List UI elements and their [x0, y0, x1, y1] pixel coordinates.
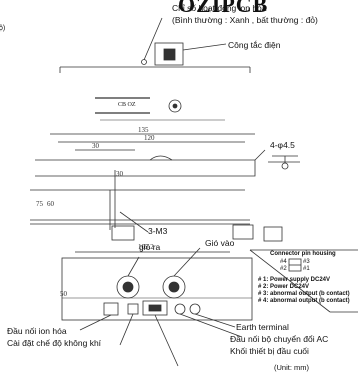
dim-105: 105.2: [138, 243, 154, 251]
air-outlet-label: gió ra: [139, 242, 161, 252]
leader-earth: [194, 313, 236, 328]
leader-switch: [182, 43, 227, 51]
air-mode-label: Cài đặt chế độ không khí: [7, 338, 102, 348]
leader-hole: [254, 149, 266, 161]
earth-terminal-label: Earth terminal: [236, 322, 289, 332]
pin-2: #2: [280, 266, 287, 272]
pin-line-3: # 3: abnormal output (b contact): [258, 291, 350, 297]
leader-air-in: [173, 247, 201, 277]
leader-mode: [119, 313, 134, 346]
ion-connector-label: Đầu nối ion hóa: [7, 326, 67, 336]
screw-spec-label: 3-M3: [148, 226, 168, 236]
earth-terminal: [189, 303, 201, 315]
dim-120: 120: [144, 134, 155, 142]
dim-50: 50: [60, 290, 67, 298]
dim-75: 75: [36, 200, 43, 208]
pcb-fan-symbol: [168, 99, 182, 113]
dim-135: 135: [138, 126, 149, 134]
terminal-block-label: Khối thiết bị đầu cuối: [230, 346, 309, 356]
ac-adapter-label: Đầu nối bộ chuyển đổi AC: [230, 334, 329, 344]
pin-4: #4: [280, 259, 287, 265]
pin-line-1: # 1: Power supply DC24V: [258, 277, 331, 283]
ac-adapter-jack: [174, 303, 186, 315]
pin-1: #1: [303, 266, 310, 272]
indicator-led: [141, 59, 147, 65]
ion-connector: [103, 302, 119, 316]
leader-ion: [79, 314, 112, 331]
side-view-body: [35, 159, 256, 177]
air-outlet: [116, 275, 140, 299]
mount-bracket-right: [232, 224, 254, 240]
leader-indicator: [143, 17, 163, 61]
pin-3: #3: [303, 259, 310, 265]
product-title: OZIPCB: [178, 0, 269, 17]
pcb-name-label: CB OZ: [118, 102, 136, 108]
leader-ac: [179, 313, 243, 338]
partial-left-text: ộ): [0, 25, 6, 32]
indicator-sublabel: (Bình thường : Xanh , bất thường : đỏ): [172, 15, 318, 25]
dim-60: 60: [47, 200, 54, 208]
air-inlet-label: Gió vào: [205, 238, 235, 248]
pin-line-2: # 2: Power DC24V: [258, 284, 310, 290]
power-switch-body: [163, 48, 176, 61]
indicator-label: Chỉ số hoạt động ion hóa: [172, 3, 267, 13]
leader-screw: [119, 211, 149, 233]
pin-line-4: # 4: abnormal output (b contact): [258, 298, 350, 304]
leader-terminal: [154, 314, 179, 367]
unit-label: (Unit: mm): [274, 363, 309, 372]
hole-spec-label: 4-φ4.5: [270, 140, 295, 150]
mount-bracket-far-right: [263, 226, 283, 242]
dim-30: 30: [92, 142, 99, 150]
dim-30-vertical: 30: [116, 170, 123, 178]
hole-symbol: [281, 162, 289, 170]
mount-bracket-left: [111, 225, 135, 241]
air-mode-switch: [127, 303, 139, 315]
power-switch-label: Công tắc điện: [228, 40, 281, 50]
connector-title: Connector pin housing: [270, 251, 336, 257]
leader-air-out: [127, 256, 140, 277]
power-switch-outline: [154, 42, 184, 66]
